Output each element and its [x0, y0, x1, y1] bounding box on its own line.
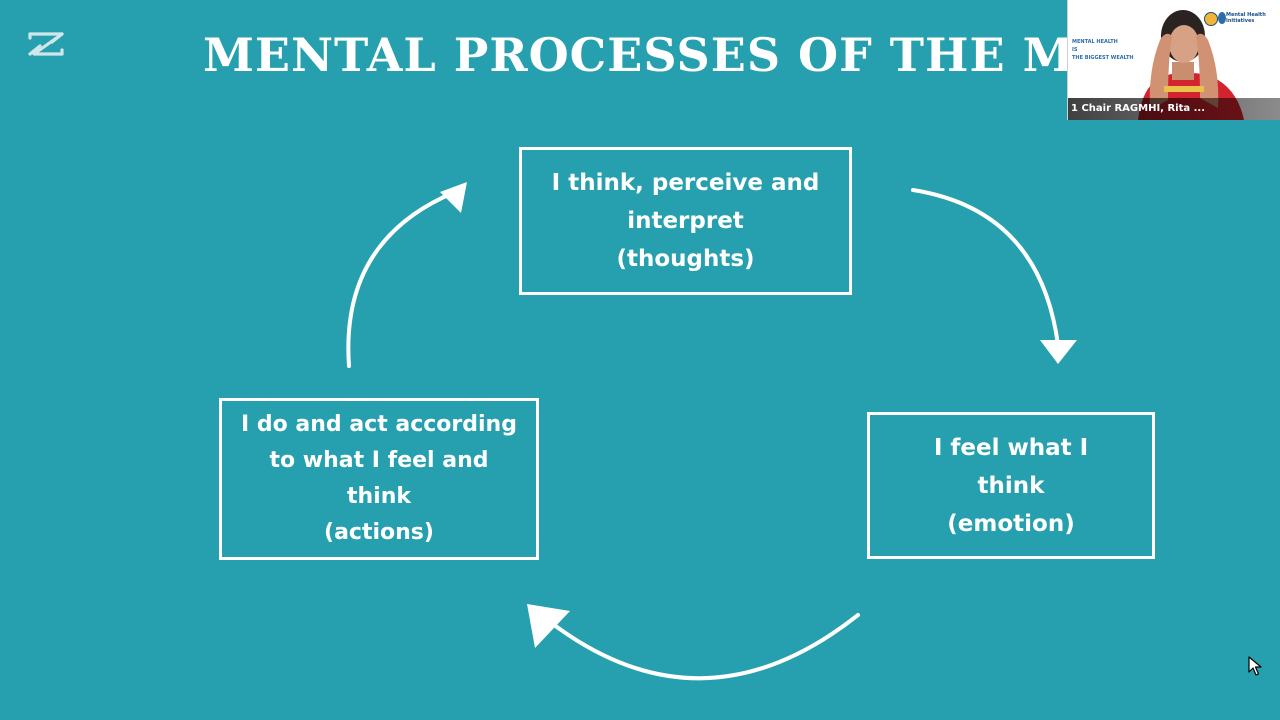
brain-badge-icon — [1218, 12, 1226, 24]
participant-name-label: 1 Chair RAGMHI, Rita ... — [1068, 98, 1280, 120]
video-slide-text-line: THE BIGGEST WEALTH — [1072, 55, 1134, 61]
actions-line-4: (actions) — [324, 520, 434, 545]
video-slide-text-line: MENTAL HEALTH — [1072, 39, 1118, 45]
emotion-line-1: I feel what I — [933, 434, 1089, 461]
thoughts-line-1: I think, perceive and — [551, 170, 820, 196]
video-slide-text: MENTAL HEALTH IS THE BIGGEST WEALTH — [1072, 38, 1134, 62]
arrow-emotion-to-actions — [543, 613, 860, 681]
emotion-line-2: think — [977, 472, 1045, 499]
mouse-pointer-icon — [1248, 656, 1262, 676]
thoughts-line-2: interpret — [627, 208, 744, 234]
emotion-line-3: (emotion) — [947, 510, 1075, 537]
actions-line-2: to what I feel and — [269, 448, 489, 473]
arrowhead-thoughts — [440, 182, 467, 213]
actions-line-3: think — [346, 484, 411, 509]
emotion-box: I feel what I think (emotion) — [867, 412, 1155, 559]
capcut-logo-icon — [28, 32, 64, 56]
thoughts-box: I think, perceive and interpret (thought… — [519, 147, 852, 295]
rotary-badge-icon — [1204, 12, 1218, 26]
arrowhead-emotion — [1040, 340, 1077, 364]
video-brand-text: Mental Health Initiatives — [1226, 12, 1266, 24]
arrow-thoughts-to-emotion — [911, 188, 1060, 347]
slide-title: MENTAL PROCESSES OF THE MI — [202, 28, 1098, 82]
thoughts-line-3: (thoughts) — [616, 246, 755, 272]
actions-box: I do and act according to what I feel an… — [219, 398, 539, 560]
actions-line-1: I do and act according — [241, 412, 517, 437]
arrow-actions-to-thoughts — [346, 190, 457, 368]
video-slide-text-line: IS — [1072, 47, 1078, 53]
arrowhead-actions — [527, 604, 570, 648]
participant-video-tile[interactable]: MENTAL HEALTH IS THE BIGGEST WEALTH Ment… — [1067, 0, 1280, 120]
